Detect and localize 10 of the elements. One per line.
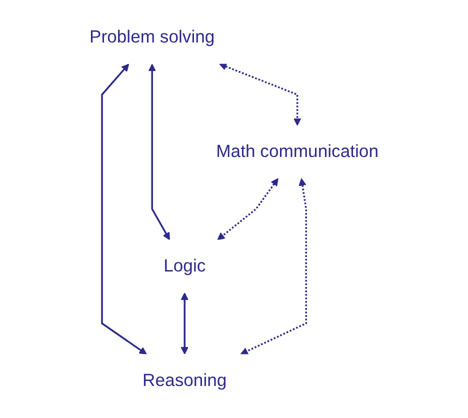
node-text: Problem solving <box>90 28 215 48</box>
arrow <box>217 178 278 240</box>
arrow <box>180 292 188 355</box>
node-text: Logic <box>164 256 206 276</box>
node-text: Reasoning <box>142 370 227 390</box>
arrow <box>101 64 147 355</box>
node-text: Math communication <box>216 142 378 162</box>
arrow <box>219 62 302 126</box>
arrow <box>240 178 307 355</box>
arrow <box>148 64 170 240</box>
